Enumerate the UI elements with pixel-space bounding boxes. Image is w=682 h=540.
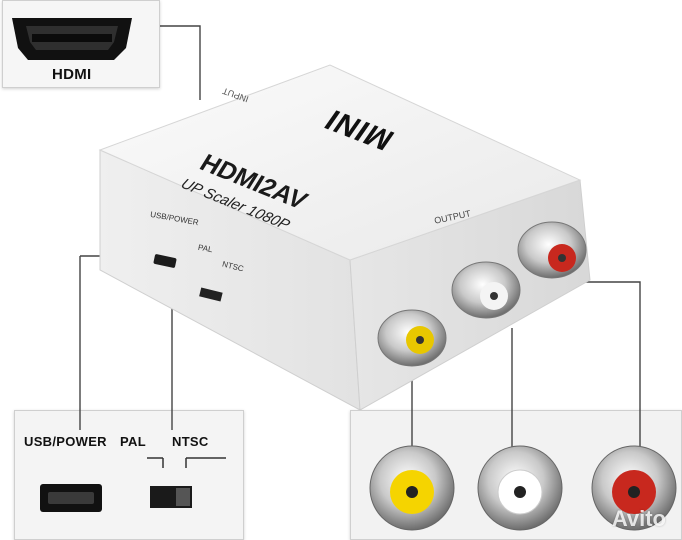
device-rca-yellow: [377, 309, 447, 367]
device-rca-red: [517, 221, 587, 279]
hdmi-label: HDMI: [52, 66, 92, 83]
device-rca-white: [451, 261, 521, 319]
ntsc-label: NTSC: [172, 434, 209, 449]
device-usb-port: [153, 254, 177, 268]
pal-label: PAL: [120, 434, 146, 449]
usb-power-inset: [14, 410, 244, 540]
usb-power-label: USB/POWER: [24, 434, 107, 449]
device-switch: [199, 287, 223, 302]
watermark: Avito: [611, 506, 666, 531]
device-top-face: [98, 64, 582, 261]
